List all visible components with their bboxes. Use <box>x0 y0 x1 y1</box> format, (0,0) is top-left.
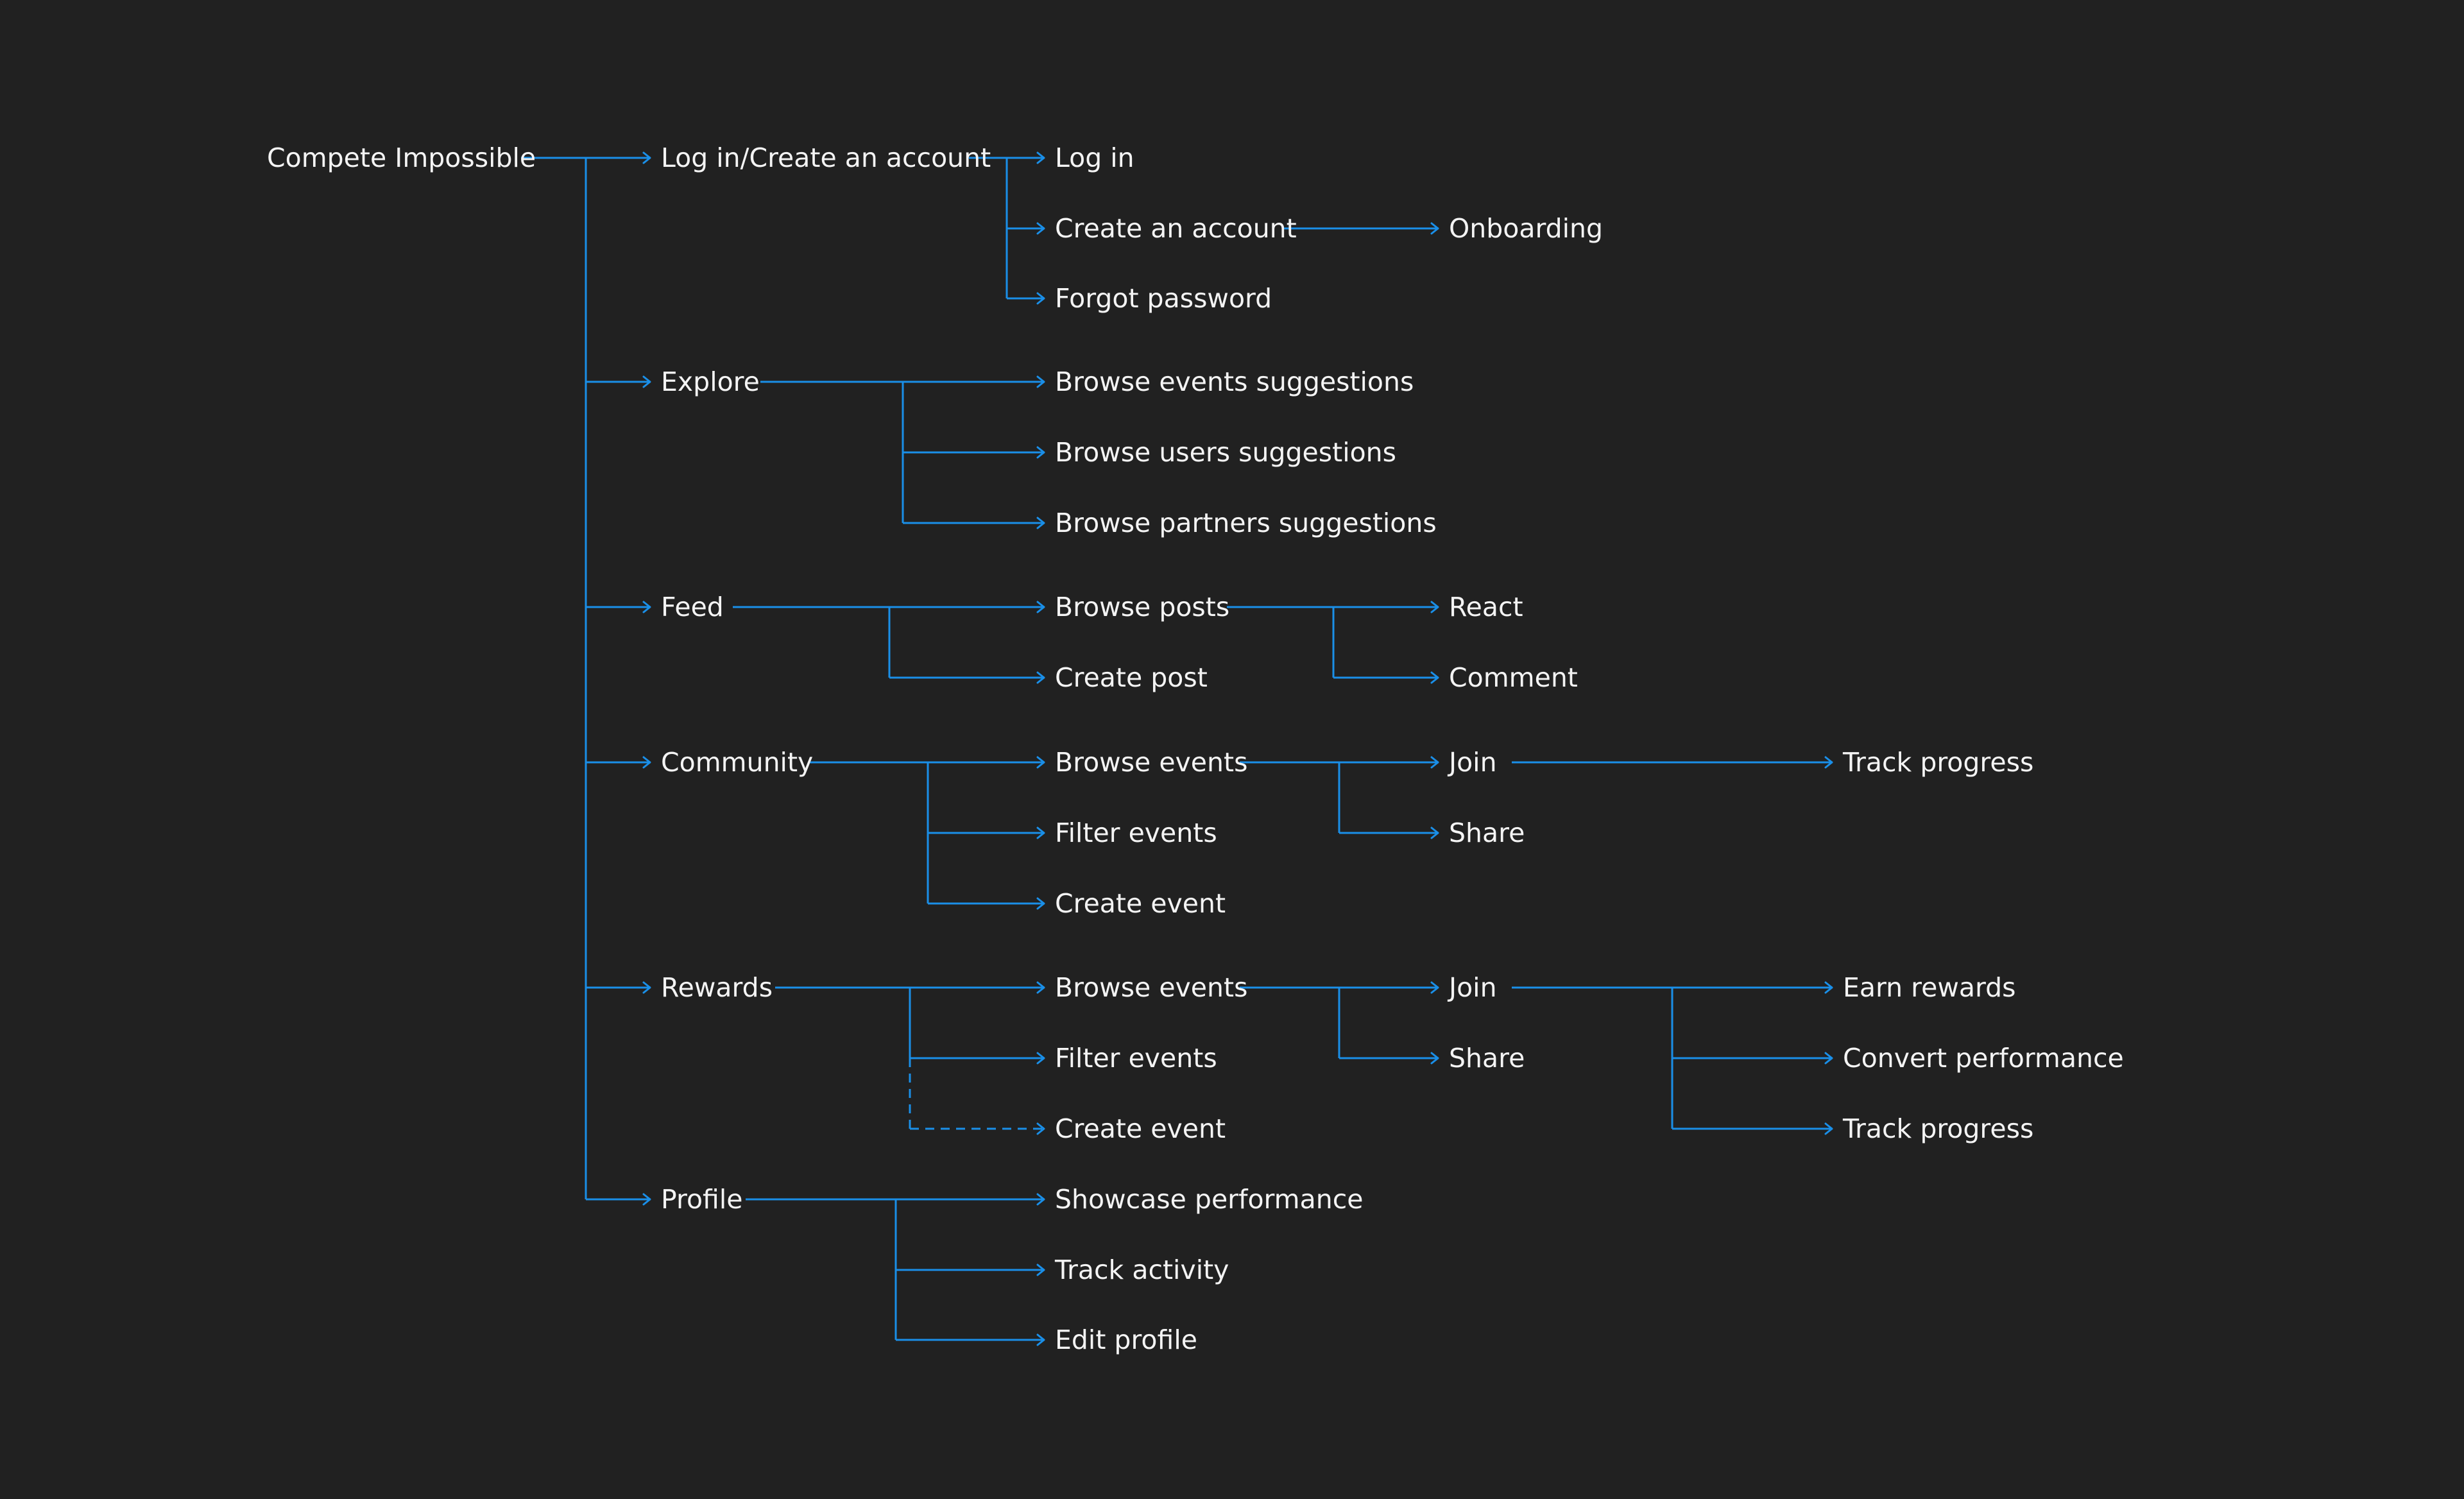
connector-rewards-events-trunk <box>1240 986 1340 1058</box>
node-community: Community <box>661 747 813 778</box>
connector-rewards-trunk <box>775 986 911 1058</box>
node-browse-posts: Browse posts <box>1055 592 1229 622</box>
node-log-in: Log in <box>1055 142 1134 173</box>
node-explore-partners: Browse partners suggestions <box>1055 508 1437 538</box>
node-earn-rewards: Earn rewards <box>1843 972 2016 1003</box>
connector-login-trunk <box>969 157 1008 298</box>
node-rewards-create-event: Create event <box>1055 1113 1226 1144</box>
node-react: React <box>1449 592 1523 622</box>
node-explore-events: Browse events suggestions <box>1055 366 1414 397</box>
node-forgot-password: Forgot password <box>1055 283 1272 314</box>
node-community-browse-events: Browse events <box>1055 747 1247 778</box>
connector-join-trunk <box>1512 986 1673 1129</box>
node-profile: Profile <box>661 1184 742 1215</box>
node-root: Compete Impossible <box>267 142 536 173</box>
node-rewards-filter-events: Filter events <box>1055 1043 1217 1074</box>
connectors <box>521 151 1833 1346</box>
node-community-track-progress: Track progress <box>1842 747 2033 778</box>
node-community-create-event: Create event <box>1055 888 1226 919</box>
node-onboarding: Onboarding <box>1449 213 1603 244</box>
connector-posts-trunk <box>1227 606 1335 678</box>
node-community-join: Join <box>1447 747 1497 778</box>
connector-root <box>521 157 587 1199</box>
node-feed: Feed <box>661 592 724 622</box>
node-login: Log in/Create an account <box>661 142 991 173</box>
node-track-activity: Track activity <box>1054 1255 1229 1285</box>
connector-community-events-trunk <box>1240 761 1340 833</box>
node-create-account: Create an account <box>1055 213 1297 244</box>
node-rewards-share: Share <box>1449 1043 1525 1074</box>
node-rewards-track-progress: Track progress <box>1842 1113 2033 1144</box>
node-comment: Comment <box>1449 662 1578 693</box>
node-community-filter-events: Filter events <box>1055 818 1217 848</box>
node-convert-performance: Convert performance <box>1843 1043 2124 1074</box>
node-showcase-performance: Showcase performance <box>1055 1184 1364 1215</box>
node-explore: Explore <box>661 366 760 397</box>
node-rewards-join: Join <box>1447 972 1497 1003</box>
node-create-post: Create post <box>1055 662 1208 693</box>
node-community-share: Share <box>1449 818 1525 848</box>
connector-community-trunk <box>810 761 929 904</box>
connector-profile-trunk <box>746 1198 897 1340</box>
node-labels: Compete Impossible Log in/Create an acco… <box>267 142 2124 1355</box>
connector-explore-trunk <box>760 381 904 523</box>
node-edit-profile: Edit profile <box>1055 1324 1197 1355</box>
node-rewards: Rewards <box>661 972 773 1003</box>
node-rewards-browse-events: Browse events <box>1055 972 1247 1003</box>
connector-feed-trunk <box>733 606 891 678</box>
node-explore-users: Browse users suggestions <box>1055 437 1396 468</box>
